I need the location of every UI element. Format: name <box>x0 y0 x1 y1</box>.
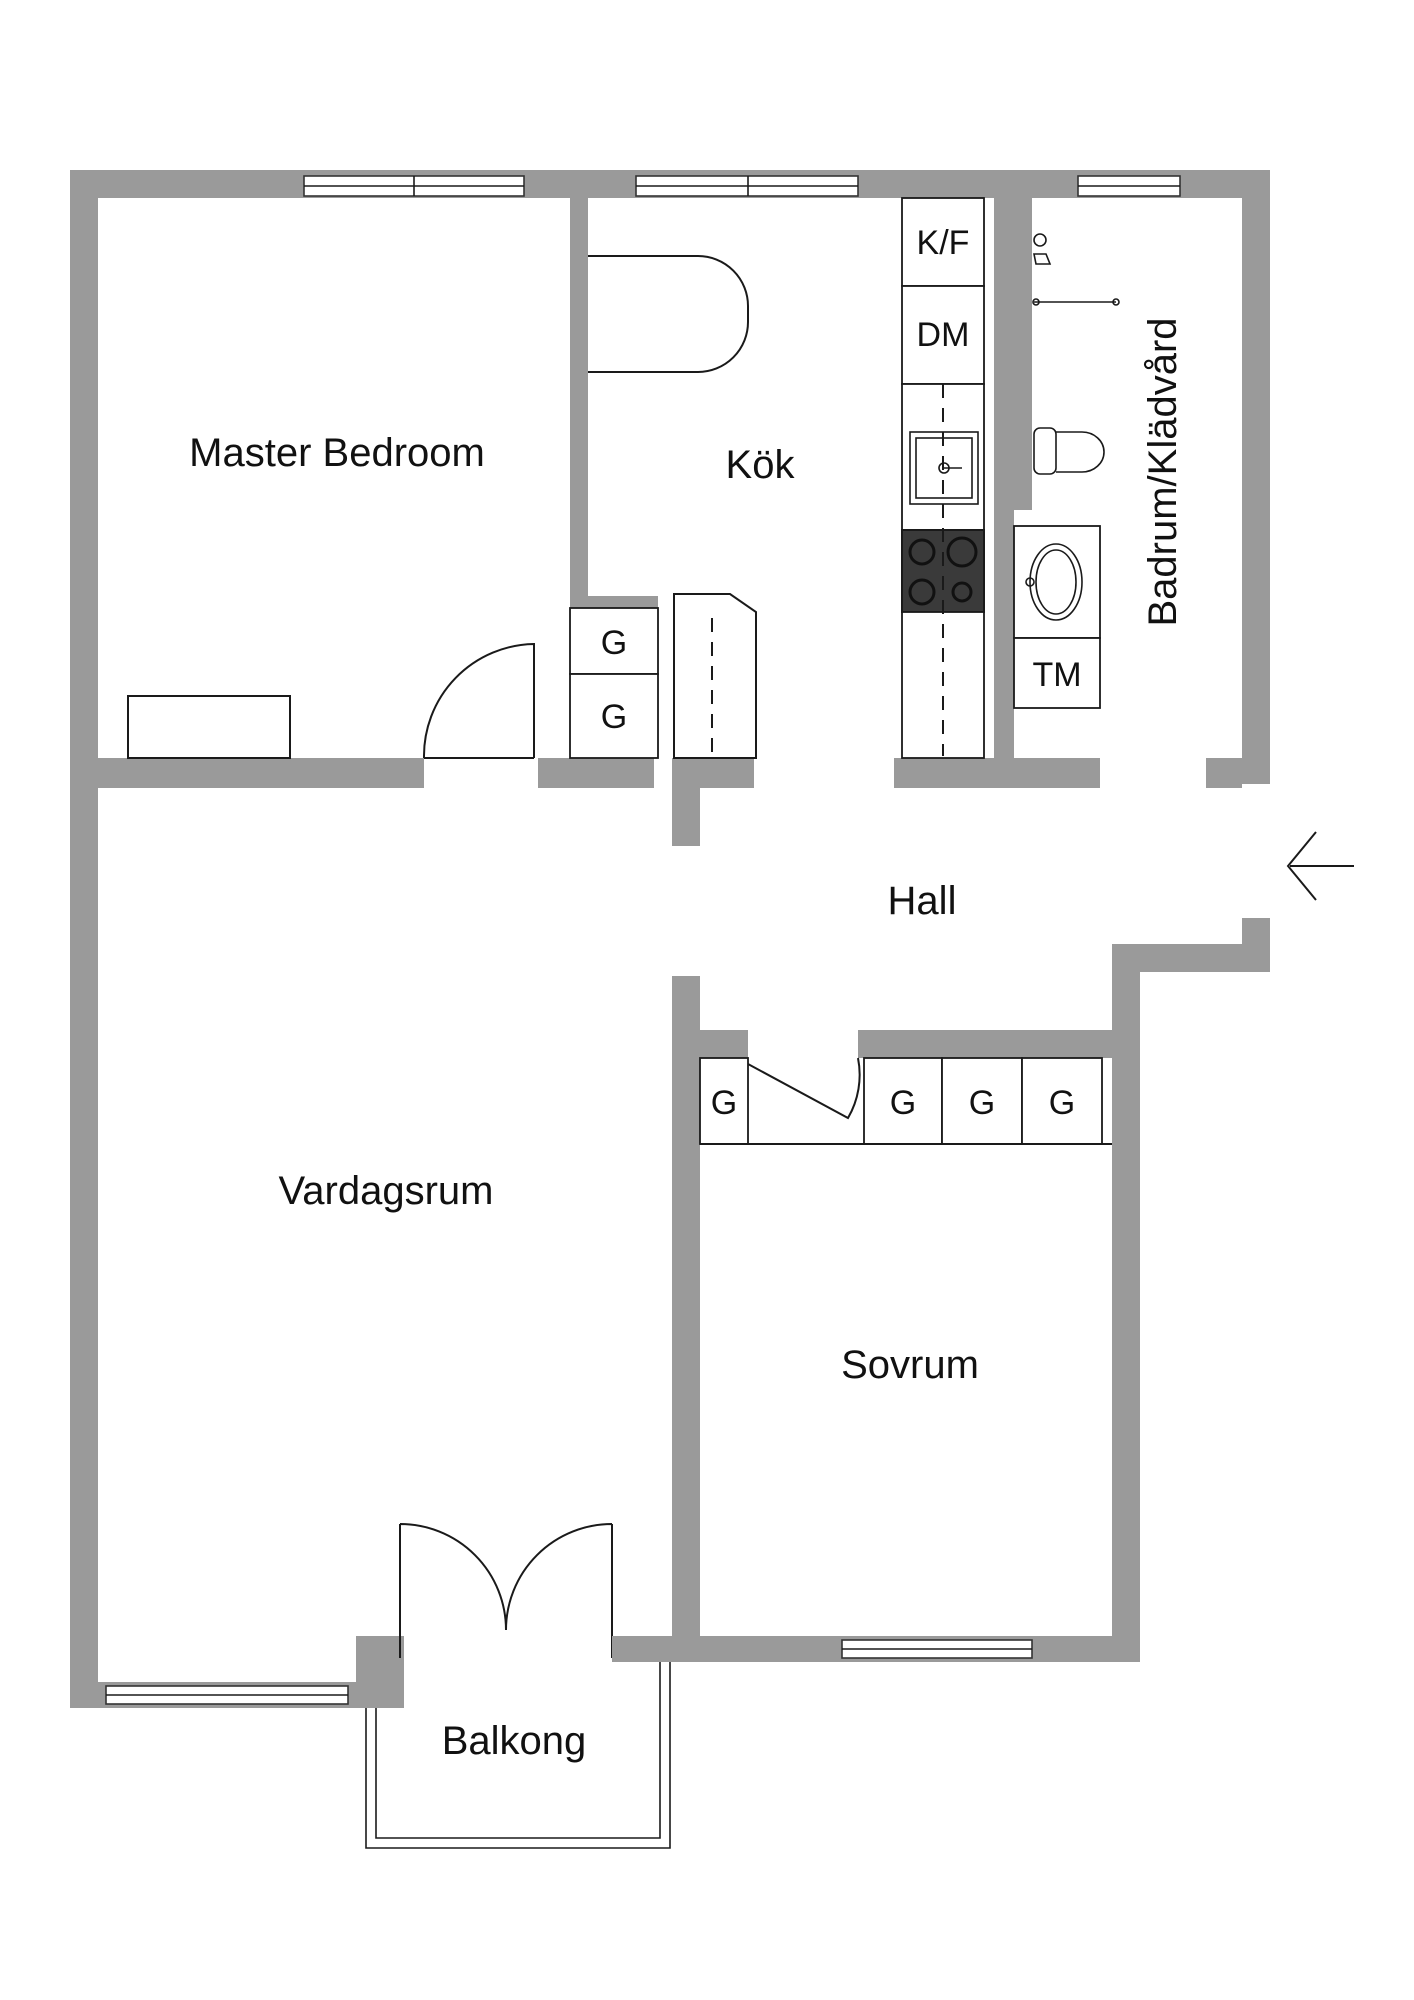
dryer <box>1013 637 1101 709</box>
kitchen-cabinet <box>673 593 757 759</box>
hall-wardrobes: G G <box>569 607 659 759</box>
room-label-bedroom: Sovrum <box>841 1343 979 1387</box>
wall-hall-top-3 <box>894 758 1100 788</box>
dishwasher-label: DM <box>917 316 970 354</box>
bathroom: TM Badrum/Klädvård <box>1013 233 1185 709</box>
master-desk <box>127 695 291 759</box>
wall-master-bottom <box>70 758 424 788</box>
room-label-living-room: Vardagsrum <box>279 1169 494 1213</box>
shower-icon <box>1032 233 1120 306</box>
walls <box>70 170 1270 1708</box>
wall-entrance-jamb-bottom <box>1242 918 1270 944</box>
room-label-hall: Hall <box>888 879 957 923</box>
dryer-label: TM <box>1032 656 1081 694</box>
hall: Hall <box>888 831 1354 923</box>
wardrobe-sovrum-1-label: G <box>890 1084 916 1122</box>
sovrum-wardrobes: G G G G <box>699 1057 1112 1145</box>
master-door <box>422 642 535 759</box>
kitchen-table <box>588 255 749 373</box>
wardrobe-sovrum-left-label: G <box>711 1084 737 1122</box>
master-bedroom: Master Bedroom <box>127 431 535 759</box>
wall-kok-bath <box>994 170 1032 510</box>
dishwasher <box>901 285 985 385</box>
balcony-outline-inner <box>375 1662 661 1839</box>
balcony-outline-outer <box>365 1662 671 1849</box>
wardrobe-hall-upper-label: G <box>601 624 627 662</box>
wardrobe-hall-lower <box>569 673 659 759</box>
washbasin-icon <box>1025 543 1083 621</box>
wall-balcony-right <box>612 1636 644 1662</box>
wardrobe-sovrum-3-label: G <box>1049 1084 1075 1122</box>
room-label-master-bedroom: Master Bedroom <box>189 431 485 475</box>
windows <box>105 175 1181 1705</box>
room-label-balcony: Balkong <box>442 1719 587 1763</box>
room-label-bathroom: Badrum/Klädvård <box>1141 317 1185 626</box>
window-living <box>105 1685 349 1705</box>
wall-master-kok <box>570 170 588 606</box>
wall-bath-stub <box>994 510 1014 786</box>
window-kitchen <box>635 175 859 197</box>
wall-hall-top-1 <box>538 758 654 788</box>
wall-hall-post <box>672 758 700 846</box>
window-bathroom <box>1077 175 1181 197</box>
wardrobe-sovrum-2-label: G <box>969 1084 995 1122</box>
window-master <box>303 175 525 197</box>
wall-sovrum-top-right <box>858 1030 1140 1058</box>
balcony-door <box>399 1523 613 1658</box>
stove-icon <box>901 529 985 613</box>
window-sovrum <box>841 1639 1033 1659</box>
fridge-freezer-label: K/F <box>917 224 970 262</box>
toilet-icon <box>1033 427 1105 475</box>
fridge-freezer <box>901 197 985 287</box>
sovrum-door <box>747 1057 861 1120</box>
wall-left <box>70 170 98 1708</box>
entrance-arrow-icon <box>1286 831 1354 901</box>
wardrobe-sovrum-3 <box>1021 1057 1103 1145</box>
wardrobe-hall-lower-label: G <box>601 698 627 736</box>
wall-wardrobe-cap <box>570 596 658 608</box>
kitchen: K/F DM Kök <box>588 197 985 759</box>
wall-balcony-jamb <box>356 1636 404 1708</box>
wall-living-sovrum <box>672 976 700 1662</box>
wall-east-lower <box>1112 944 1140 1662</box>
balcony: Balkong <box>365 1523 671 1849</box>
washbasin-cabinet <box>1013 525 1101 639</box>
room-label-kitchen: Kök <box>726 443 796 487</box>
wall-right-upper <box>1242 170 1270 782</box>
wall-sovrum-top-left <box>672 1030 748 1058</box>
wall-hall-top-4 <box>1206 758 1242 788</box>
